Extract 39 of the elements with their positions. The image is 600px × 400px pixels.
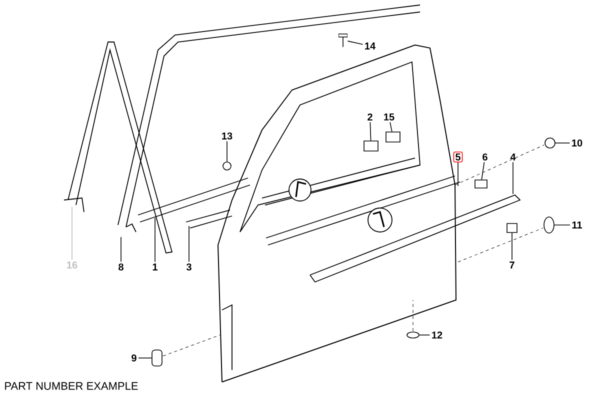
leader-line — [481, 162, 485, 180]
leader-line — [347, 40, 364, 45]
leader-line — [554, 224, 570, 226]
leader-line — [188, 226, 190, 262]
callout-number: 15 — [384, 114, 394, 120]
leader-line — [419, 334, 430, 336]
callout-number: 1 — [152, 264, 158, 270]
small-part — [222, 162, 232, 170]
callout-number: 13 — [222, 132, 232, 140]
small-part — [406, 332, 420, 338]
leader-line — [370, 122, 372, 141]
callout-number: 7 — [510, 262, 514, 268]
callout-number: 11 — [572, 222, 582, 228]
leader-line — [512, 162, 514, 194]
small-part — [506, 223, 518, 233]
callout-number: 9 — [132, 354, 136, 362]
small-part — [364, 140, 378, 152]
callout-number: 14 — [365, 42, 376, 50]
leader-line — [390, 122, 392, 132]
small-part — [544, 216, 554, 234]
pin-drawing — [338, 34, 348, 47]
caption-note: PART NUMBER EXAMPLE — [5, 382, 138, 390]
small-part — [152, 350, 162, 366]
small-part — [386, 132, 400, 142]
leader-line — [154, 218, 156, 262]
callout-number: 16 — [67, 261, 78, 269]
callout-number: 8 — [118, 263, 124, 271]
small-part — [474, 180, 488, 188]
leader-line — [555, 142, 570, 144]
small-part — [544, 138, 556, 148]
callout-number: 2 — [368, 114, 372, 120]
callout-number: 4 — [510, 154, 516, 160]
callout-number: 3 — [186, 263, 192, 271]
callout-number: 6 — [482, 153, 488, 161]
callout-number: 12 — [432, 332, 442, 338]
leader-line — [120, 236, 122, 262]
callout-number: 10 — [572, 139, 582, 147]
leader-line — [226, 140, 228, 162]
callout-number: 5 — [453, 152, 463, 162]
